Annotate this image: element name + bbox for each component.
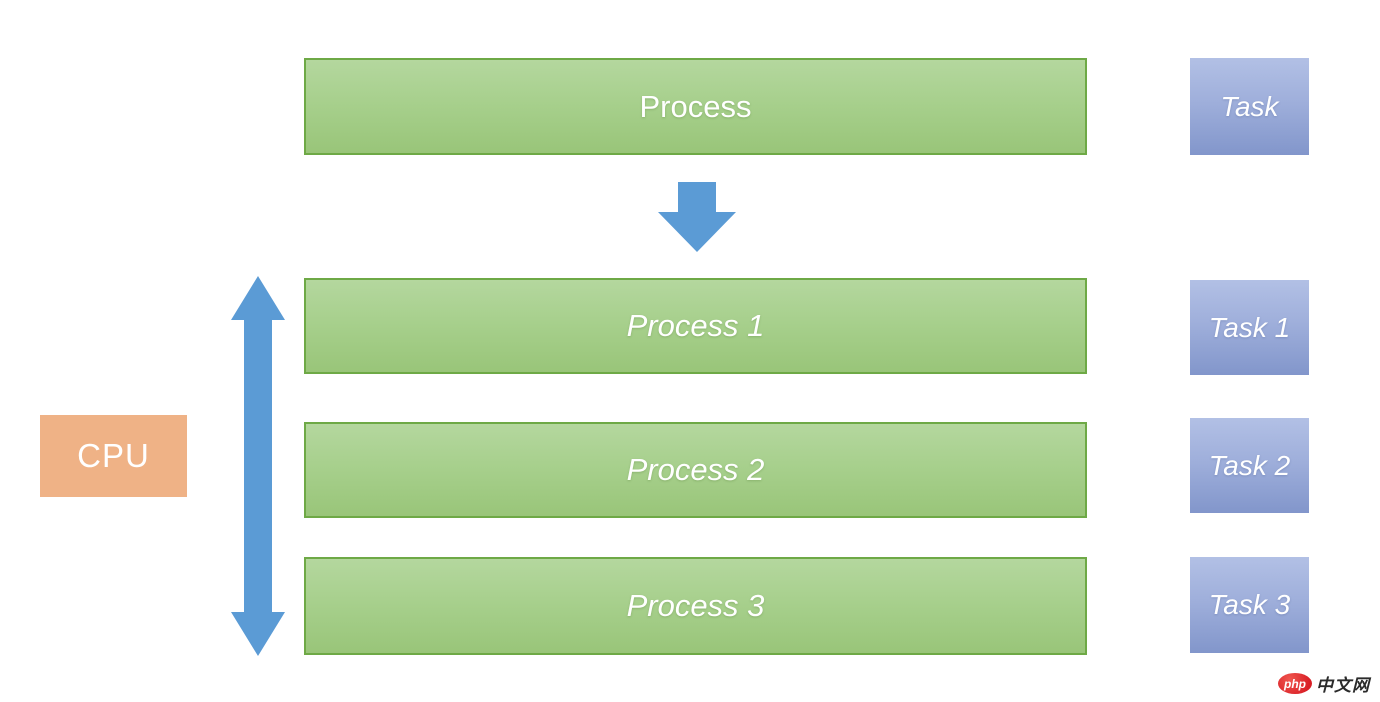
php-logo-icon: php [1278,673,1312,694]
task-box-3: Task 3 [1190,557,1309,653]
process-box-1-label: Process 1 [626,308,765,343]
task-box-main-label: Task [1220,90,1279,122]
cpu-box-label: CPU [77,437,150,474]
process-box-main: Process [304,58,1087,155]
process-box-3: Process 3 [304,557,1087,655]
task-box-3-label: Task 3 [1208,589,1291,620]
php-cn-watermark: php 中文网 [1278,671,1370,696]
vertical-double-arrow-icon [230,276,286,656]
task-box-1: Task 1 [1190,280,1309,375]
watermark-site-text: 中文网 [1316,676,1370,695]
process-box-main-label: Process [639,88,752,124]
down-arrow-icon [658,182,736,252]
cpu-box: CPU [40,415,187,497]
process-box-3-label: Process 3 [626,588,765,623]
task-box-1-label: Task 1 [1208,311,1291,343]
task-box-main: Task [1190,58,1309,155]
process-box-1: Process 1 [304,278,1087,374]
process-box-2: Process 2 [304,422,1087,518]
process-box-2-label: Process 2 [626,452,765,487]
task-box-2: Task 2 [1190,418,1309,513]
task-box-2-label: Task 2 [1208,449,1291,481]
